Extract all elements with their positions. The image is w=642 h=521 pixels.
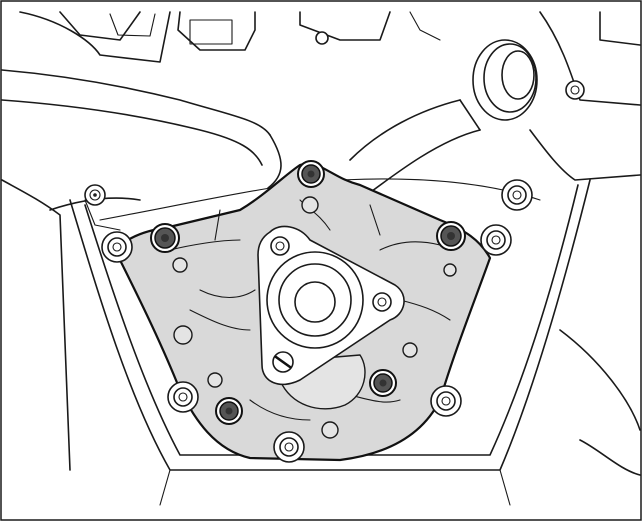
cover-bolt bbox=[430, 385, 462, 417]
cover-bolt bbox=[101, 231, 133, 263]
highlighted-bolt-right bbox=[436, 221, 466, 251]
cover-bolt bbox=[273, 431, 305, 463]
cover-bolt bbox=[501, 179, 533, 211]
engine-background bbox=[1, 11, 641, 506]
highlighted-bolt-lower-left bbox=[215, 397, 243, 425]
pulley-flange bbox=[257, 225, 405, 386]
highlighted-bolt-left bbox=[150, 223, 180, 253]
cover-bolt bbox=[93, 193, 97, 197]
cover-bolt bbox=[480, 224, 512, 256]
cover-bolt bbox=[167, 381, 199, 413]
cover-bolts bbox=[93, 179, 533, 463]
highlighted-bolt-lower-right bbox=[369, 369, 397, 397]
highlighted-bolt-top bbox=[297, 160, 325, 188]
highlighted-bolts bbox=[150, 160, 466, 425]
